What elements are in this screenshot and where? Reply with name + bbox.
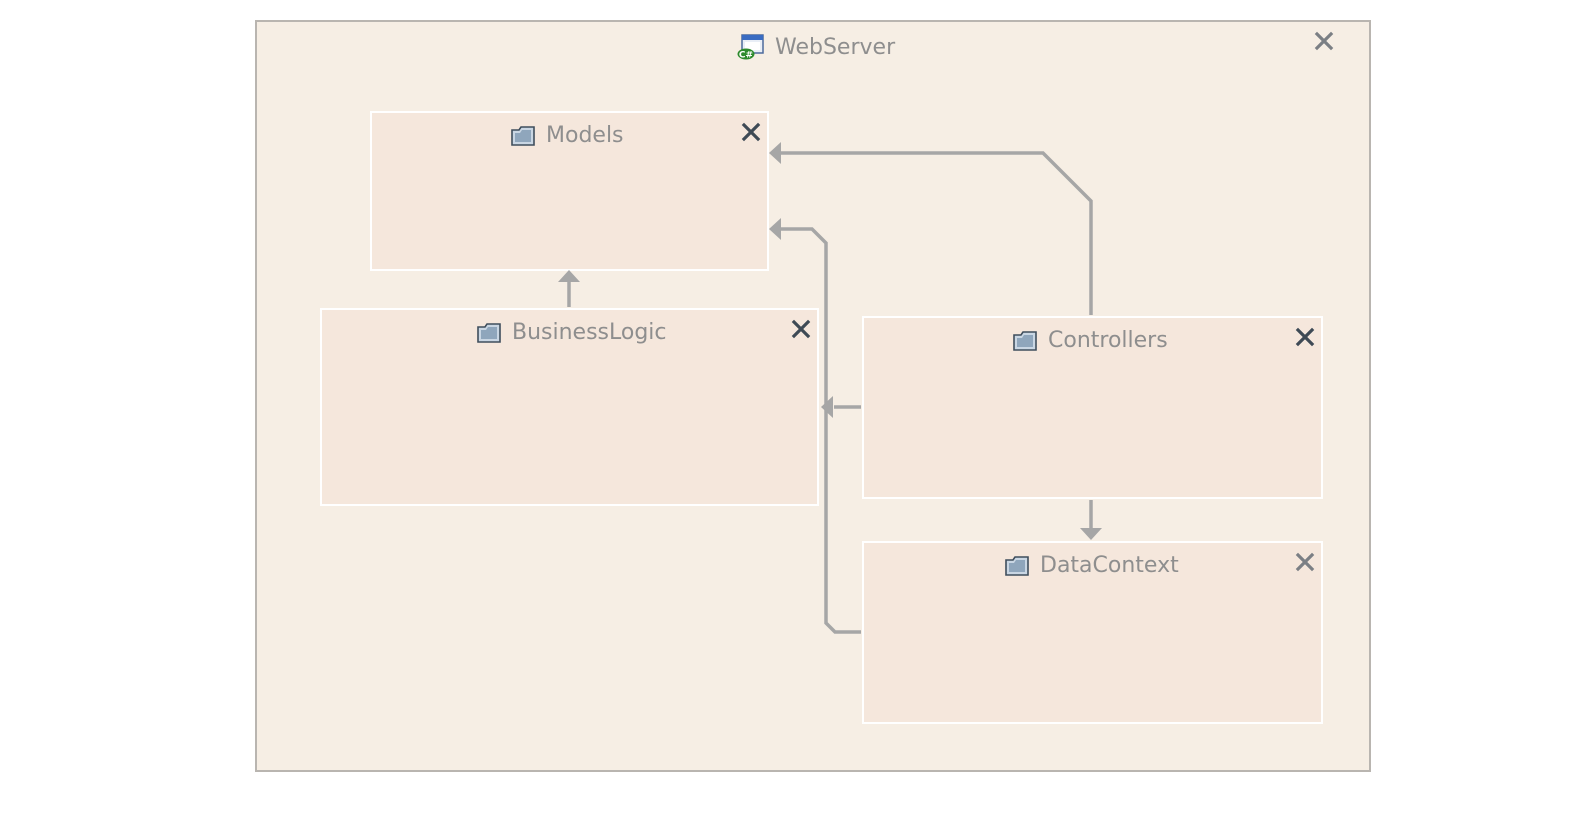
folder-icon <box>510 124 536 148</box>
webserver-label: WebServer <box>775 34 896 60</box>
folder-icon <box>1012 329 1038 353</box>
controllers-label: Controllers <box>1048 328 1168 353</box>
webserver-title: C# WebServer <box>737 33 895 61</box>
datacontext-title: DataContext <box>1004 553 1179 578</box>
models-title: Models <box>510 123 624 148</box>
folder-icon <box>1004 554 1030 578</box>
businesslogic-close-icon[interactable] <box>790 318 812 340</box>
csharp-project-icon: C# <box>737 33 765 61</box>
businesslogic-group[interactable]: BusinessLogic <box>320 308 819 506</box>
businesslogic-label: BusinessLogic <box>512 320 667 345</box>
controllers-close-icon[interactable] <box>1294 326 1316 348</box>
controllers-group[interactable]: Controllers <box>862 316 1323 499</box>
svg-text:C#: C# <box>739 51 753 61</box>
datacontext-close-icon[interactable] <box>1294 551 1316 573</box>
models-group[interactable]: Models <box>370 111 769 271</box>
businesslogic-title: BusinessLogic <box>476 320 667 345</box>
models-close-icon[interactable] <box>740 121 762 143</box>
folder-icon <box>476 321 502 345</box>
datacontext-label: DataContext <box>1040 553 1179 578</box>
controllers-title: Controllers <box>1012 328 1168 353</box>
webserver-close-icon[interactable] <box>1313 30 1335 52</box>
datacontext-group[interactable]: DataContext <box>862 541 1323 724</box>
models-label: Models <box>546 123 624 148</box>
